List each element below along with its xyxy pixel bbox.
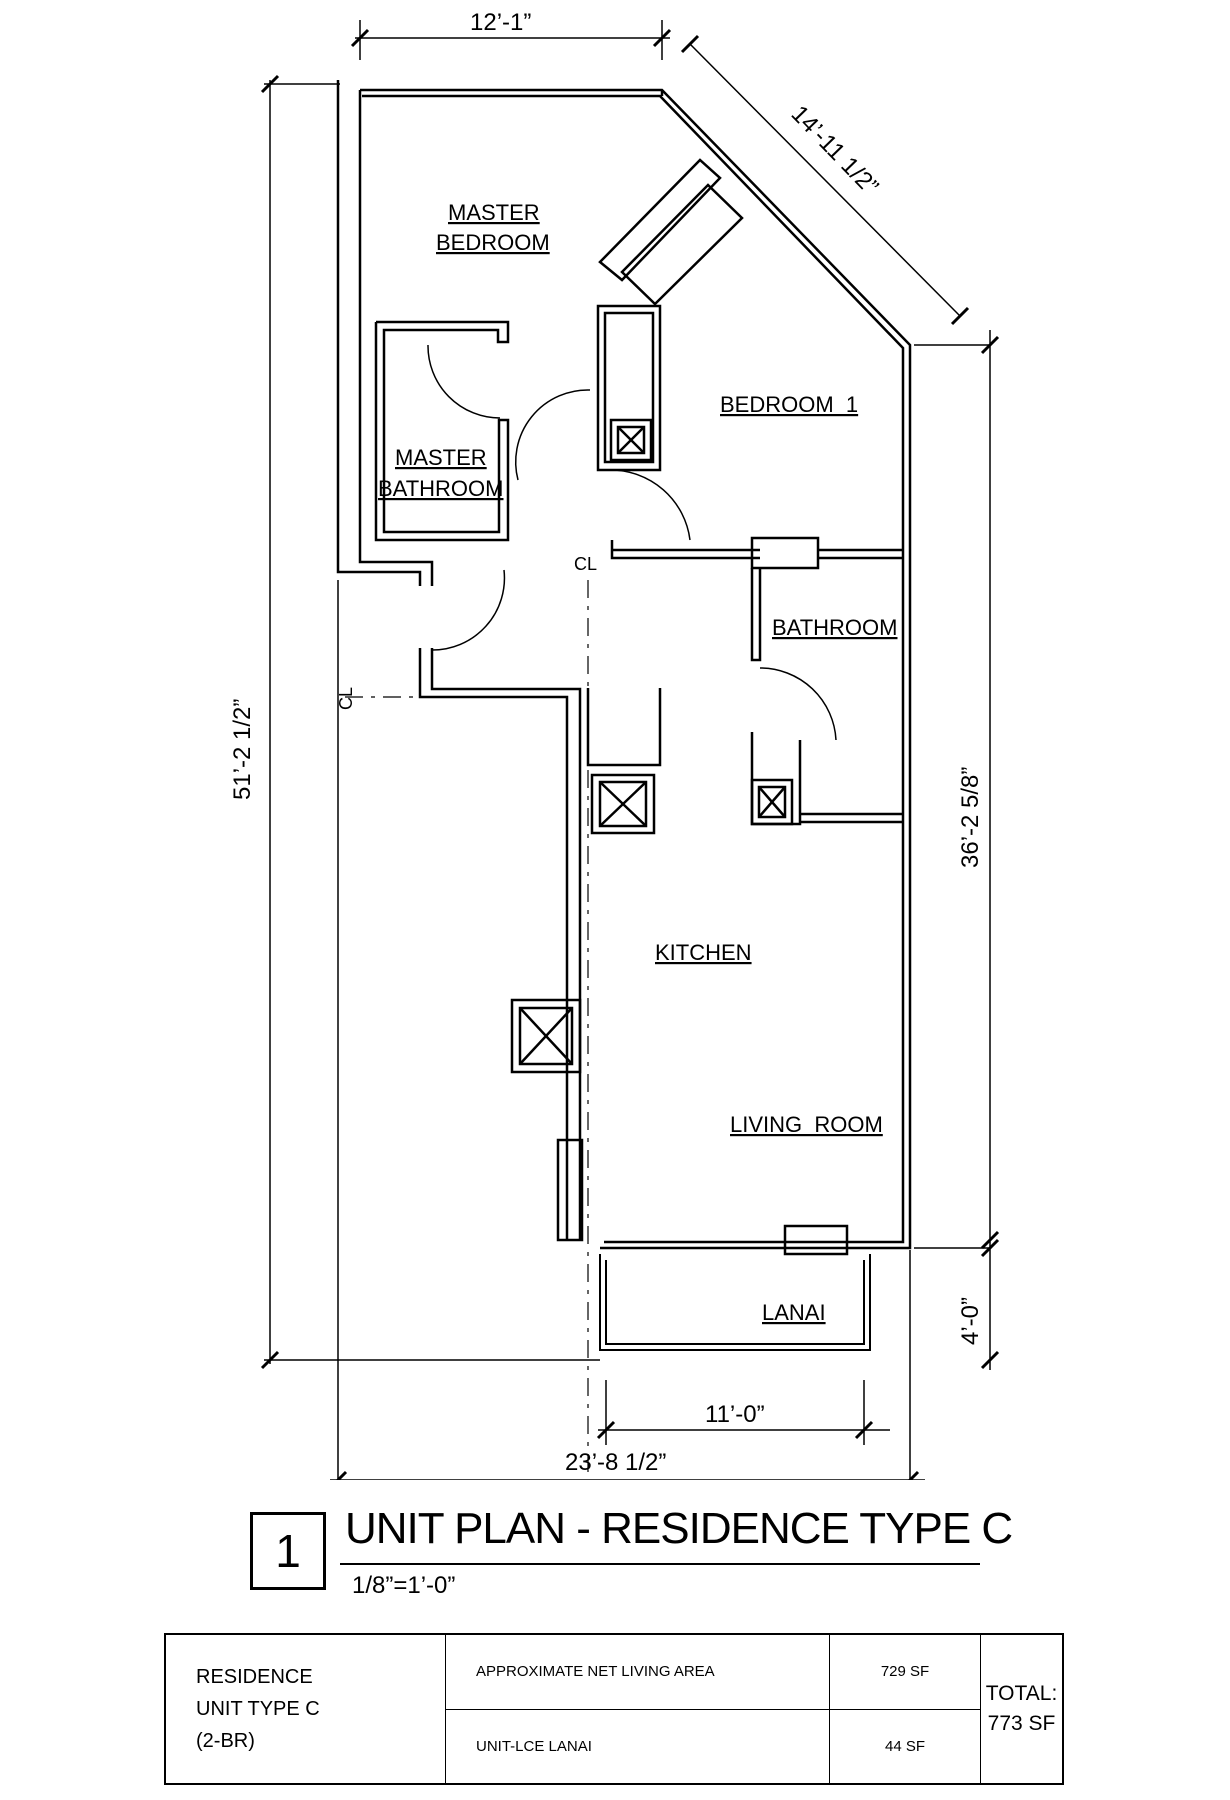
centerline-marker-top: CL: [574, 554, 597, 574]
door-swings: [427, 344, 837, 741]
total-value: 773 SF: [987, 1712, 1056, 1735]
dim-top: 12’-1”: [470, 9, 531, 36]
room-label-bathroom: BATHROOM: [772, 615, 897, 640]
exterior-walls: [336, 80, 912, 1250]
kitchen-shaft: [510, 688, 662, 1242]
area-summary-table: RESIDENCE UNIT TYPE C (2-BR) APPROXIMATE…: [164, 1633, 1064, 1785]
area-label-lanai: UNIT-LCE LANAI: [445, 1708, 830, 1785]
drawing-number: 1: [250, 1512, 326, 1590]
centerlines: [345, 580, 589, 1480]
window-box: [783, 1224, 849, 1256]
room-label-master-bedroom-2: BEDROOM: [436, 230, 550, 255]
lanai-outline: [599, 1254, 871, 1351]
residence-line-1: RESIDENCE: [196, 1666, 313, 1688]
title-underline: [340, 1563, 980, 1565]
closet-walls: [596, 158, 744, 472]
area-value-net-living: 729 SF: [829, 1633, 981, 1710]
dim-lanai-width: 11’-0”: [705, 1401, 765, 1428]
total-label: TOTAL:: [985, 1682, 1058, 1705]
corridor-walls: [418, 536, 903, 1240]
dimension-lines: [264, 20, 991, 1480]
room-label-living-room: LIVING ROOM: [730, 1112, 883, 1137]
area-value-lanai: 44 SF: [829, 1708, 981, 1785]
master-bathroom-walls: [374, 320, 510, 542]
dim-angled: 14’-11 1/2”: [786, 100, 884, 200]
centerline-marker-left: CL: [336, 687, 356, 710]
dim-right-main: 36’-2 5/8”: [957, 767, 984, 868]
room-label-kitchen: KITCHEN: [655, 940, 752, 965]
room-label-master-bedroom-1: MASTER: [448, 200, 540, 225]
floor-plan: MASTER BEDROOM MASTER BATHROOM BEDROOM 1…: [229, 9, 1000, 1480]
room-label-master-bathroom-2: BATHROOM: [378, 476, 503, 501]
total-area-cell: TOTAL: 773 SF: [980, 1633, 1064, 1785]
area-label-net-living: APPROXIMATE NET LIVING AREA: [445, 1633, 830, 1710]
dim-left-total: 51’-2 1/2”: [229, 699, 256, 800]
room-label-lanai: LANAI: [762, 1300, 826, 1325]
dim-right-lanai: 4’-0”: [957, 1297, 984, 1345]
dim-bottom-total: 23’-8 1/2”: [565, 1449, 666, 1476]
drawing-title: UNIT PLAN - RESIDENCE TYPE C: [345, 1504, 1013, 1553]
room-label-master-bathroom-1: MASTER: [395, 445, 487, 470]
residence-type-cell: RESIDENCE UNIT TYPE C (2-BR): [164, 1633, 446, 1785]
residence-line-3: (2-BR): [196, 1730, 255, 1752]
drawing-scale: 1/8”=1’-0”: [352, 1572, 456, 1599]
bathroom-walls: [750, 568, 903, 826]
room-label-bedroom-1: BEDROOM 1: [720, 392, 858, 417]
dimension-ticks: [260, 28, 1000, 1480]
residence-line-2: UNIT TYPE C: [196, 1698, 320, 1720]
